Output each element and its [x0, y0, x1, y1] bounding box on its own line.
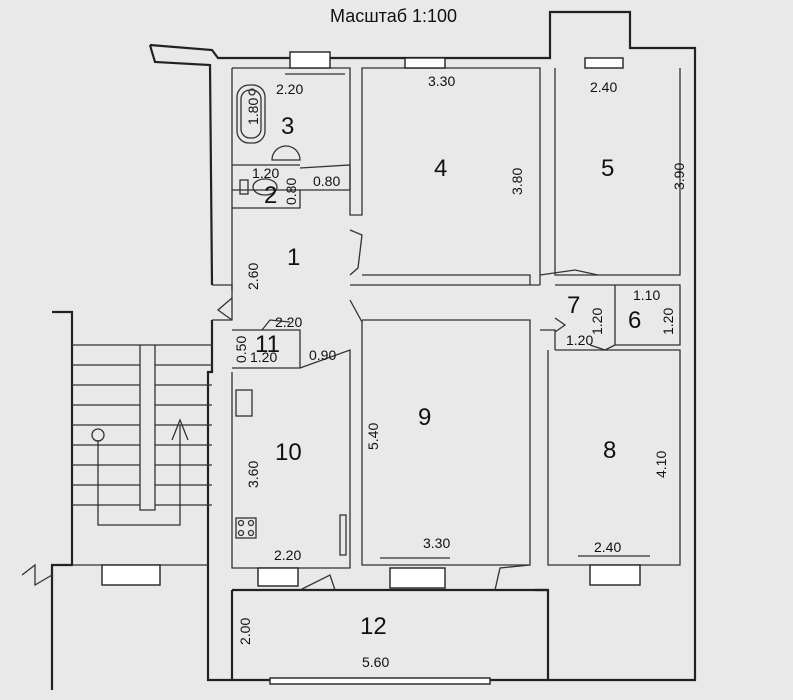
dim-5-height: 3.90 — [671, 163, 687, 190]
room-8: 8 — [603, 437, 616, 464]
dim-11-width: 1.20 — [250, 349, 277, 365]
dim-2-height: 0.80 — [283, 178, 299, 205]
room-3: 3 — [281, 113, 294, 140]
room-labels: 1 2 3 4 5 6 7 8 9 10 11 12 — [255, 113, 641, 640]
dim-1-height: 2.60 — [245, 263, 261, 290]
dim-10-height: 3.60 — [245, 461, 261, 488]
dim-12-width: 5.60 — [362, 654, 389, 670]
scale-title: Масштаб 1:100 — [330, 6, 457, 26]
room-7: 7 — [567, 292, 580, 319]
kitchen-sink-icon — [235, 389, 253, 417]
dim-door-width: 0.80 — [313, 173, 340, 189]
room-2: 2 — [264, 182, 277, 209]
dim-8-height: 4.10 — [653, 451, 669, 478]
room-9: 9 — [418, 404, 431, 431]
room-5: 5 — [601, 155, 614, 182]
toilet-icon — [252, 178, 278, 196]
room-1: 1 — [287, 244, 300, 271]
dim-5-width: 2.40 — [590, 79, 617, 95]
fixtures — [235, 84, 347, 556]
dim-6-width: 1.10 — [633, 287, 660, 303]
room-11: 11 — [255, 331, 280, 358]
dim-4-width: 3.30 — [428, 73, 455, 89]
windows — [101, 51, 650, 685]
dim-9-width: 3.30 — [423, 535, 450, 551]
dim-4-height: 3.80 — [509, 168, 525, 195]
stove-icon — [235, 517, 257, 539]
room-12: 12 — [360, 613, 387, 640]
bathtub-icon — [236, 84, 266, 144]
dim-2-width: 1.20 — [252, 165, 279, 181]
dim-12-height: 2.00 — [237, 618, 253, 645]
dim-11-height: 0.50 — [233, 336, 249, 363]
dim-9-height: 5.40 — [365, 423, 381, 450]
dim-8-width: 2.40 — [594, 539, 621, 555]
dim-1-width: 2.20 — [275, 314, 302, 330]
sink-icon — [271, 145, 301, 161]
stairwell — [21, 310, 212, 690]
dimension-labels: 2.20 1.80 1.20 0.80 0.80 3.30 3.80 2.40 … — [233, 73, 687, 670]
doors — [216, 164, 616, 591]
dim-11-door: 0.90 — [309, 347, 336, 363]
room-4: 4 — [434, 155, 447, 182]
room-6: 6 — [628, 307, 641, 334]
dim-6-height: 1.20 — [660, 308, 676, 335]
dim-3-width: 2.20 — [276, 81, 303, 97]
room-10: 10 — [275, 439, 302, 466]
dim-7-width: 1.20 — [566, 332, 593, 348]
dim-10-width: 2.20 — [274, 547, 301, 563]
dim-7-height: 1.20 — [589, 308, 605, 335]
dim-3-height: 1.80 — [245, 98, 261, 125]
